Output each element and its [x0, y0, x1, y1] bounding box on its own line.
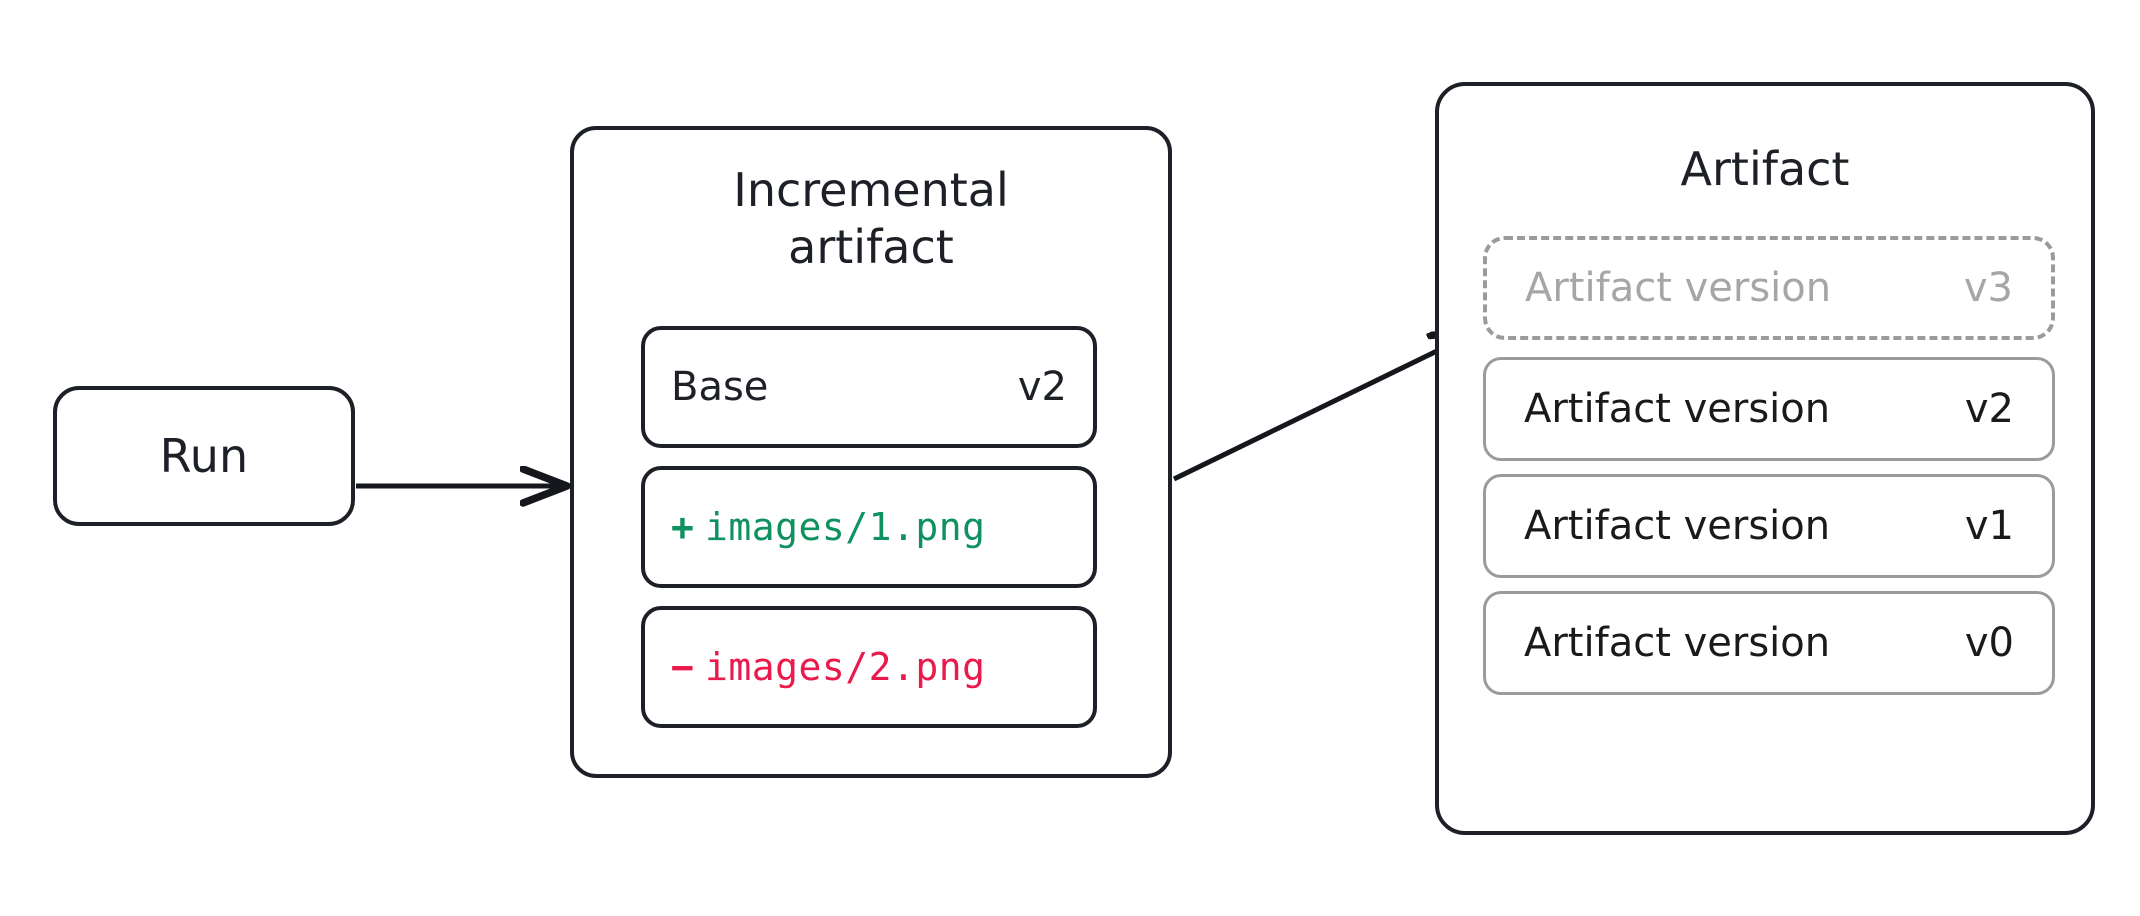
artifact-version-label: Artifact version — [1524, 503, 1831, 549]
artifact-node[interactable]: Artifact Artifact version v3 Artifact ve… — [1435, 82, 2095, 835]
artifact-version-label: Artifact version — [1525, 265, 1832, 311]
artifact-title: Artifact — [1680, 142, 1850, 196]
artifact-version-list: Artifact version v3 Artifact version v2 … — [1483, 236, 2055, 695]
artifact-version-row-v0[interactable]: Artifact version v0 — [1483, 591, 2055, 695]
artifact-version-label: Artifact version — [1524, 620, 1831, 666]
artifact-version-number: v2 — [1964, 386, 2014, 432]
artifact-version-row-v1[interactable]: Artifact version v1 — [1483, 474, 2055, 578]
incremental-artifact-title: Incremental artifact — [574, 162, 1168, 276]
artifact-version-number: v0 — [1964, 620, 2014, 666]
plus-icon: + — [671, 505, 694, 549]
arrow-incremental-to-artifact — [1172, 332, 1476, 482]
artifact-version-number: v3 — [1963, 265, 2013, 311]
incremental-artifact-node[interactable]: Incremental artifact Base v2 + images/1.… — [570, 126, 1172, 778]
incremental-artifact-rows: Base v2 + images/1.png − images/2.png — [641, 326, 1097, 728]
base-row-version: v2 — [1017, 364, 1067, 410]
artifact-version-number: v1 — [1964, 503, 2014, 549]
run-label: Run — [159, 429, 249, 483]
run-node[interactable]: Run — [53, 386, 355, 526]
added-file-row[interactable]: + images/1.png — [641, 466, 1097, 588]
removed-file-row[interactable]: − images/2.png — [641, 606, 1097, 728]
base-row-label: Base — [671, 364, 769, 410]
incremental-artifact-title-line1: Incremental — [733, 163, 1009, 217]
artifact-version-row-v2[interactable]: Artifact version v2 — [1483, 357, 2055, 461]
artifact-version-row-v3[interactable]: Artifact version v3 — [1483, 236, 2055, 340]
added-file-path: images/1.png — [705, 505, 986, 549]
removed-file-path: images/2.png — [705, 645, 986, 689]
minus-icon: − — [671, 645, 694, 689]
base-row[interactable]: Base v2 — [641, 326, 1097, 448]
incremental-artifact-title-line2: artifact — [788, 220, 954, 274]
artifact-version-label: Artifact version — [1524, 386, 1831, 432]
